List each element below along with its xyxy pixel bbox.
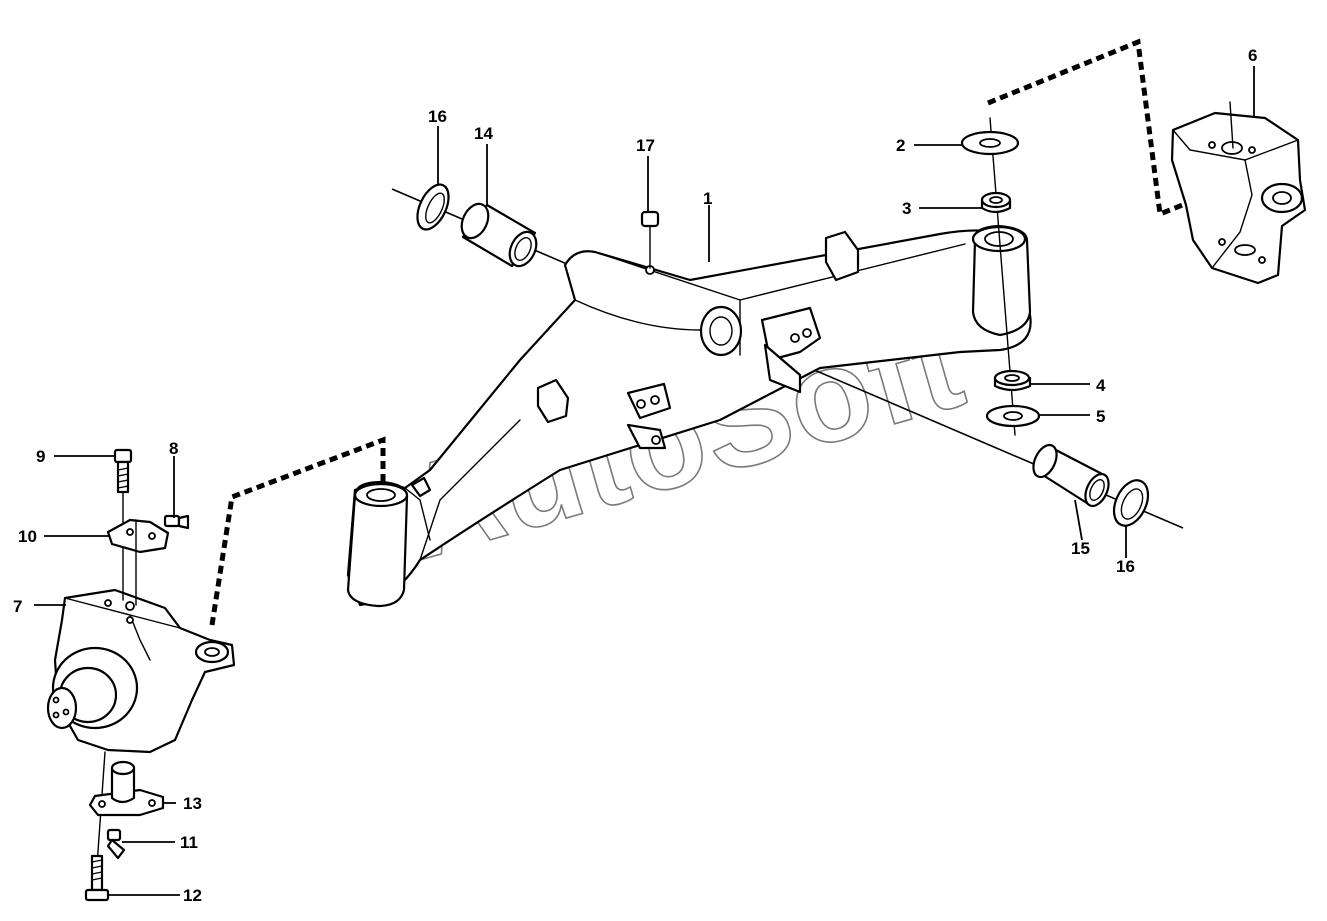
pivot-seal-right	[1112, 479, 1150, 527]
callout-7: 7	[13, 597, 22, 616]
pivot-bushing-left	[460, 202, 538, 268]
callout-16-left: 16	[428, 107, 447, 126]
steering-knuckle-right	[1170, 101, 1307, 285]
pivot-seal-left	[416, 183, 450, 231]
assembly-line-left	[209, 436, 386, 626]
bearing-upper	[980, 191, 1012, 214]
callout-12: 12	[183, 886, 202, 905]
callout-14: 14	[474, 124, 493, 143]
grease-nipple-upper	[163, 514, 190, 530]
grease-plug	[640, 210, 660, 269]
callout-1: 1	[703, 189, 712, 208]
lower-pin-flange	[88, 760, 165, 817]
callout-10: 10	[18, 527, 37, 546]
callout-6: 6	[1248, 46, 1257, 65]
callout-17: 17	[636, 136, 655, 155]
bolt-lower	[84, 854, 110, 902]
thrust-washer-lower	[985, 404, 1041, 428]
callout-8: 8	[169, 439, 178, 458]
callout-5: 5	[1096, 407, 1105, 426]
callout-13: 13	[183, 794, 202, 813]
grease-nipple-lower	[106, 828, 126, 860]
front-axle-arm	[346, 224, 1032, 608]
leader-lines	[34, 66, 1255, 896]
pivot-bushing-right	[1032, 443, 1110, 508]
callout-2: 2	[896, 136, 905, 155]
callout-4: 4	[1096, 376, 1106, 395]
thrust-washer-upper	[960, 130, 1020, 156]
steering-knuckle-left	[46, 588, 236, 754]
lock-plate-upper	[106, 518, 170, 606]
callout-3: 3	[902, 199, 911, 218]
callout-16-right: 16	[1116, 557, 1135, 576]
callout-11: 11	[180, 833, 198, 852]
bearing-lower	[993, 369, 1032, 392]
callout-15: 15	[1071, 539, 1090, 558]
callout-9: 9	[36, 447, 45, 466]
